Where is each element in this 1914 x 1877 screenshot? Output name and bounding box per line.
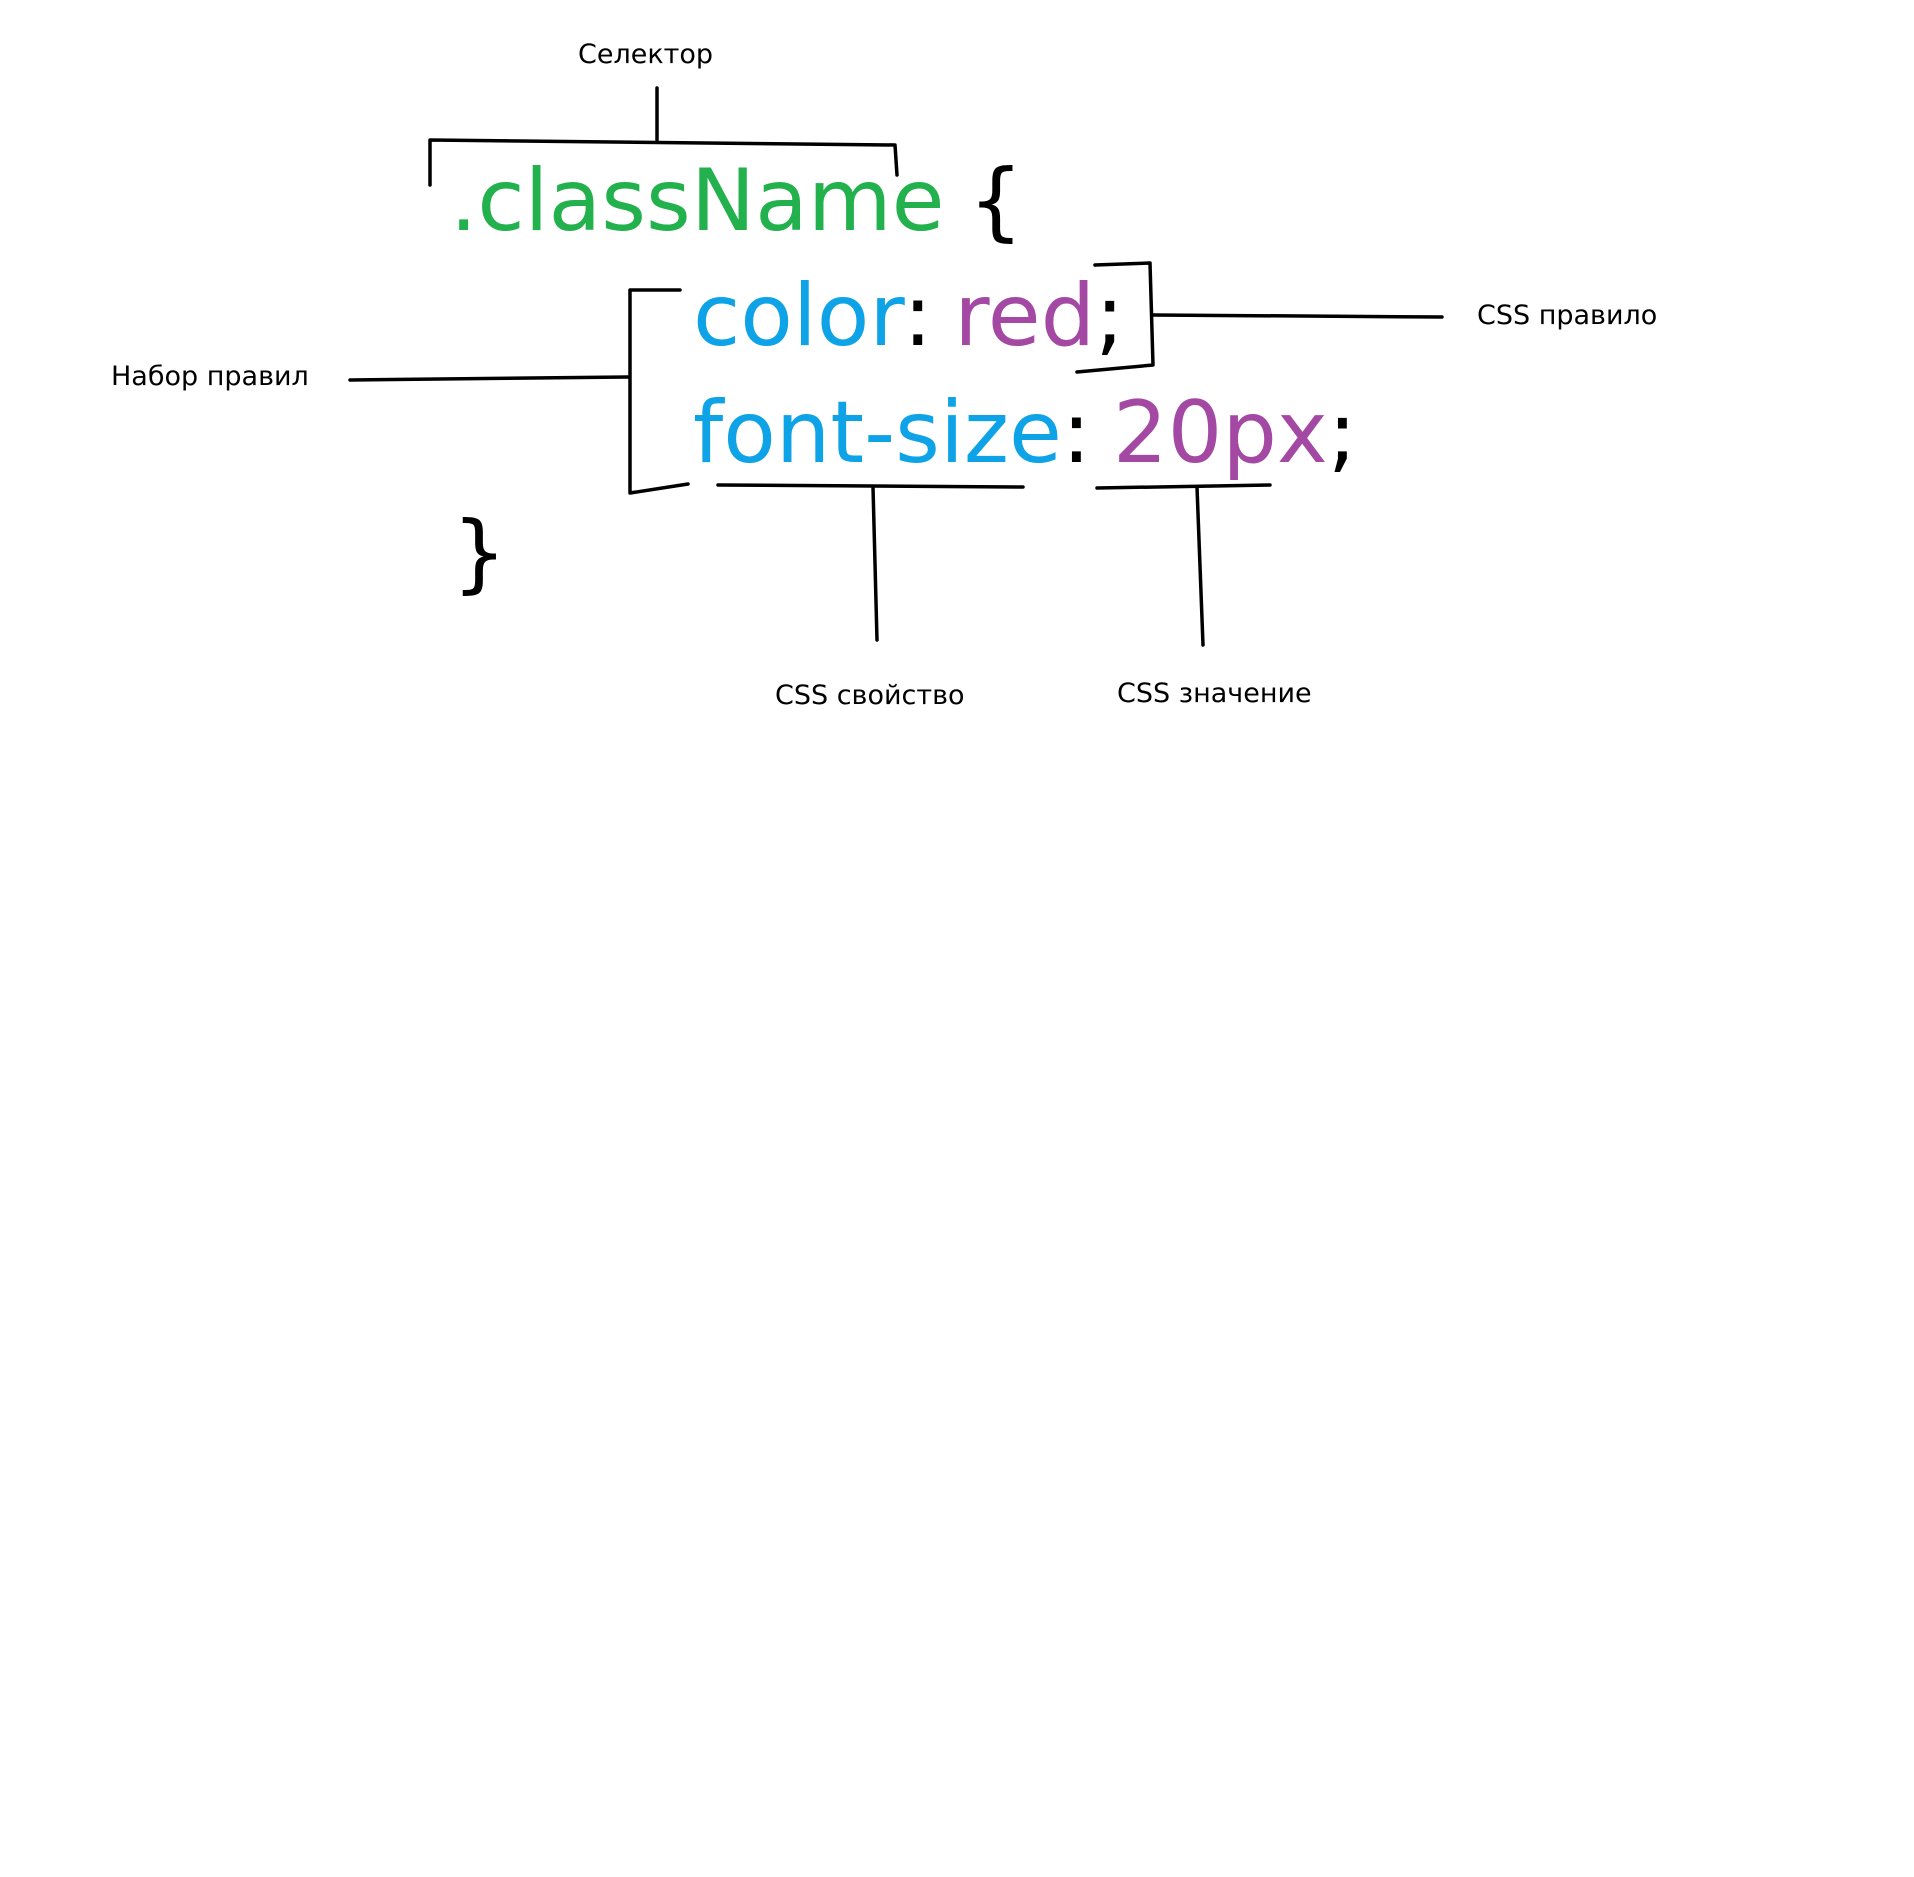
rule-2-value: 20px xyxy=(1112,383,1328,483)
selector-bracket xyxy=(428,138,899,187)
css-property-underline xyxy=(716,483,1025,489)
open-brace: { xyxy=(968,151,1024,251)
rule-set-bracket xyxy=(628,288,690,495)
code-line-rule-2: font-size:20px; xyxy=(693,390,1357,476)
rule-2-property: font-size xyxy=(693,383,1062,483)
css-value-underline xyxy=(1095,483,1272,490)
rule-2-colon: : xyxy=(1061,383,1091,483)
label-css-property: CSS свойство xyxy=(775,680,965,711)
rule-1-property: color xyxy=(693,266,904,366)
rule-1-colon: : xyxy=(903,266,933,366)
css-value-leader xyxy=(1195,485,1205,647)
code-line-close: } xyxy=(452,510,507,596)
label-selector: Селектор xyxy=(578,39,714,70)
selector-text: .className xyxy=(450,151,945,251)
label-css-rule: CSS правило xyxy=(1477,300,1658,331)
code-line-rule-1: color:red; xyxy=(693,273,1124,359)
rule-1-semicolon: ; xyxy=(1095,266,1125,366)
label-css-value: CSS значение xyxy=(1117,678,1312,709)
css-rule-bracket xyxy=(1075,261,1155,374)
rule-2-semicolon: ; xyxy=(1327,383,1357,483)
close-brace: } xyxy=(452,503,507,603)
css-rule-leader xyxy=(1151,313,1444,319)
rule-set-leader xyxy=(348,375,630,382)
css-property-leader xyxy=(871,485,879,642)
label-rule-set: Набор правил xyxy=(111,361,309,392)
code-line-selector: .className{ xyxy=(450,158,1023,244)
rule-1-value: red xyxy=(954,266,1096,366)
